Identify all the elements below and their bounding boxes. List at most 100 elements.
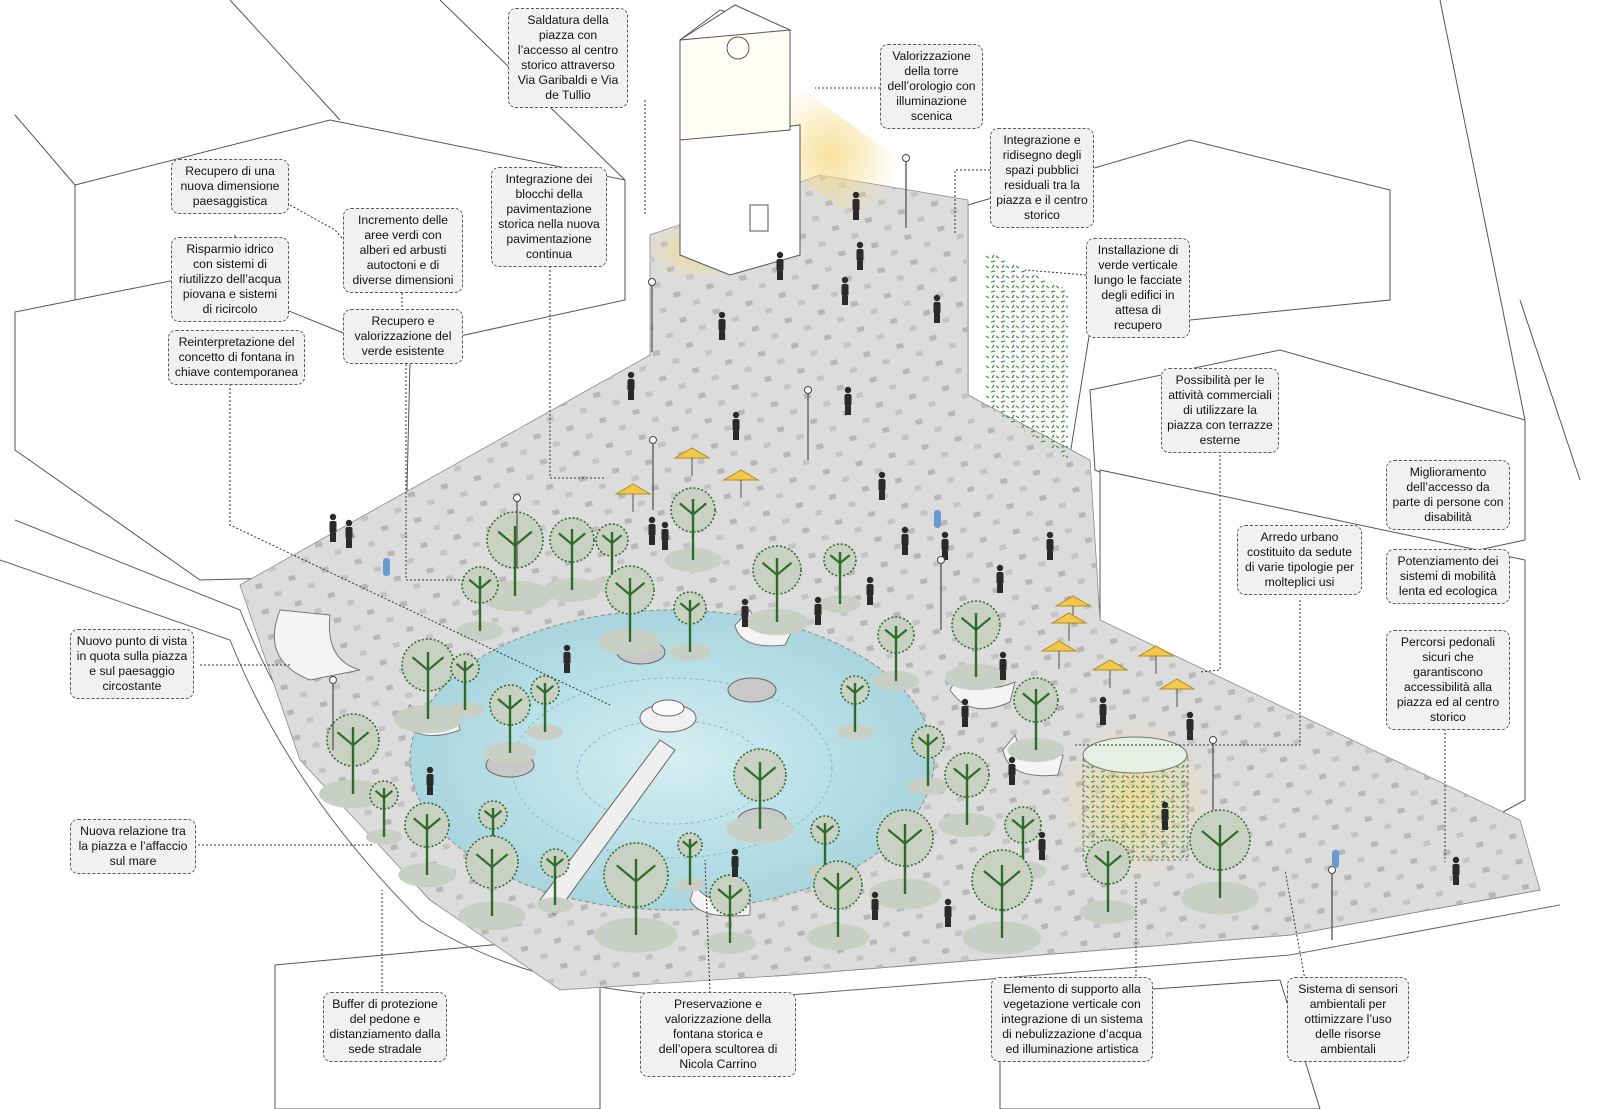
tree-icon [819,543,861,613]
person-icon [776,251,784,280]
person-icon [901,526,909,555]
lamps-layer [329,154,1336,940]
callout-pavimentazione: Integrazione dei blocchi della pavimenta… [491,167,607,267]
person-icon [732,411,740,440]
tree-icon [872,616,920,691]
person-icon [866,576,874,605]
person-icon [996,564,1004,593]
person-icon [1008,756,1016,785]
callout-paesaggio: Recupero di una nuova dimensione paesagg… [171,159,289,214]
person-icon [1186,711,1194,740]
tree-icon [526,675,564,740]
tree-icon [543,517,601,603]
callout-mare: Nuova relazione tra la piazza e l’affacc… [70,819,196,874]
leader-line [1199,455,1221,673]
lamp-icon [513,494,521,568]
person-icon [933,294,941,323]
facade-line [1439,0,1526,421]
tree-icon [1079,839,1137,925]
umbrellas-layer [614,447,1196,707]
callout-supporto: Elemento di supporto alla vegetazione ve… [991,977,1153,1062]
lamp-icon [329,676,337,750]
tree-icon [598,565,662,656]
tree-icon [836,675,874,740]
callout-verde-verticale: Installazione di verde verticale lungo l… [1086,238,1190,338]
person-icon [661,521,669,550]
tree-icon [704,874,756,954]
callout-preservazione: Preservazione e valorizzazione della fon… [640,992,796,1077]
leader-line [1284,869,1306,981]
person-icon [345,519,353,548]
callout-percorsi: Percorsi pedonali sicuri che garantiscon… [1386,630,1510,730]
tower-shaft [679,124,801,276]
tree-icon [394,638,462,734]
tree-icon [938,752,996,838]
umbrella-icon [1040,640,1078,669]
tree-icon [806,860,870,951]
person-icon [1161,801,1169,830]
callout-punto-vista: Nuovo punto di vista in quota sulla piaz… [70,629,194,699]
tree-icon [594,842,678,953]
lamp-icon [1328,866,1336,940]
basin-ring [511,677,833,859]
facade-line [14,114,76,186]
callout-integrazione: Integrazione e ridisegno degli spazi pub… [990,128,1094,228]
umbrella-icon [614,483,652,512]
lamp-icon [649,436,657,510]
person-icon [563,644,571,673]
person-icon [426,766,434,795]
tree-icon [907,725,949,795]
fountain-top [651,699,685,717]
lamp-icon [902,154,910,228]
person-icon [648,516,656,545]
tree-icon [726,748,794,844]
leader-line [549,262,605,479]
tree-icon [1181,809,1259,915]
person-icon [871,891,879,920]
person-icon [941,531,949,560]
callout-saldatura: Saldatura della piazza con l’accesso al … [508,8,628,108]
umbrella-icon [722,469,760,498]
sensor-icon [934,510,941,528]
misting-support-element [1060,720,1210,880]
tree-icon [456,566,504,641]
curved-bench [273,609,361,681]
person-icon [718,311,726,340]
tree-icon [674,832,706,892]
tree-icon [458,835,526,931]
person-icon [944,898,952,927]
tower-window [749,204,769,232]
person-icon [1099,696,1107,725]
leader-line [405,364,465,581]
callout-disabilita: Miglioramento dell’accesso da parte di p… [1386,460,1510,530]
person-icon [329,513,337,542]
callout-aree-verdi: Incremento delle aree verdi con alberi e… [343,208,463,293]
lamp-icon [804,386,812,460]
callout-buffer: Buffer di protezione del pedone e distan… [323,992,447,1062]
tree-icon [664,487,722,573]
tower-top [679,9,791,141]
tree-icon [398,802,456,888]
person-icon [814,596,822,625]
person-icon [841,276,849,305]
person-icon [856,241,864,270]
tree-icon [319,713,387,809]
person-icon [627,371,635,400]
person-icon [1452,856,1460,885]
person-icon [731,848,739,877]
callout-verde-esistente: Recupero e valorizzazione del verde esis… [343,309,463,364]
tree-icon [745,545,809,636]
sensor-icon [1332,850,1339,868]
island-platform [727,677,777,703]
person-icon [741,598,749,627]
person-icon [961,698,969,727]
lamp-icon [648,278,656,352]
leader-line [229,380,611,706]
tower-pediment [679,4,792,41]
tree-icon [868,809,942,910]
umbrella-icon [673,447,711,476]
tree-icon [536,848,574,913]
lamp-icon [1209,736,1217,810]
tower-clock [726,36,750,60]
